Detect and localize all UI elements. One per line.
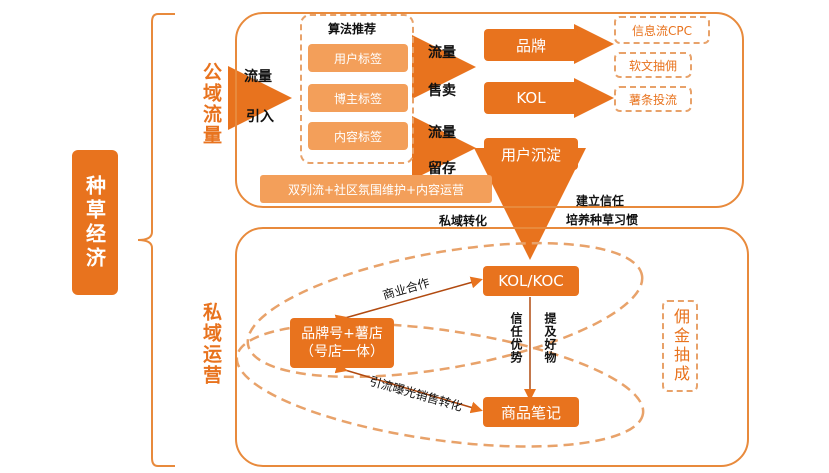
private-panel [235, 227, 749, 467]
commission-side-box: 佣金抽成 [662, 300, 698, 392]
bottom-bar: 双列流+社区氛围维护+内容运营 [260, 175, 492, 203]
sell-label1: 流量 [428, 45, 456, 61]
dashed-loop-lower [235, 322, 645, 448]
transition-right2: 培养种草习惯 [566, 213, 639, 227]
bracket [137, 13, 175, 467]
commission-box: 软文抽佣 [614, 52, 692, 78]
user-retain-node: 用户沉淀 [484, 138, 578, 170]
cpc-box: 信息流CPC [614, 16, 710, 44]
sell-label2: 售卖 [428, 83, 456, 99]
algo-title: 算法推荐 [328, 22, 377, 36]
kol-node: KOL [484, 82, 578, 114]
commission-side-label: 佣金抽成 [671, 308, 690, 384]
coop-arrow [334, 276, 483, 327]
brand-node: 品牌 [484, 29, 578, 61]
transition-right1: 建立信任 [576, 194, 625, 208]
trust-label: 信任优势 [509, 312, 523, 364]
root-label: 种草经济 [82, 174, 107, 271]
boost-box: 薯条投流 [614, 86, 692, 112]
algo-group [300, 14, 414, 164]
tag-blogger: 博主标签 [308, 84, 408, 112]
store-note-arrow [334, 361, 483, 414]
goods-label: 提及好物 [543, 312, 557, 364]
note-node: 商品笔记 [483, 397, 579, 427]
private-side-label: 私域运营 [200, 302, 222, 386]
dashed-loop-upper [246, 241, 644, 379]
root-node: 种草经济 [72, 150, 118, 295]
brand-store-line1: 品牌号+薯店 [301, 326, 383, 342]
inflow-label2: 引入 [246, 109, 274, 125]
transition-left: 私域转化 [439, 214, 488, 228]
tag-content: 内容标签 [308, 122, 408, 150]
public-side-label: 公域流量 [200, 62, 222, 146]
kol-koc-node: KOL/KOC [483, 266, 579, 296]
public-panel [235, 12, 744, 208]
keep-label1: 流量 [428, 125, 456, 141]
tag-user: 用户标签 [308, 44, 408, 72]
brand-store-node: 品牌号+薯店 （号店一体） [290, 318, 394, 368]
inflow-label: 流量 [244, 69, 272, 85]
brand-store-line2: （号店一体） [300, 344, 384, 360]
keep-label2: 留存 [428, 161, 456, 177]
